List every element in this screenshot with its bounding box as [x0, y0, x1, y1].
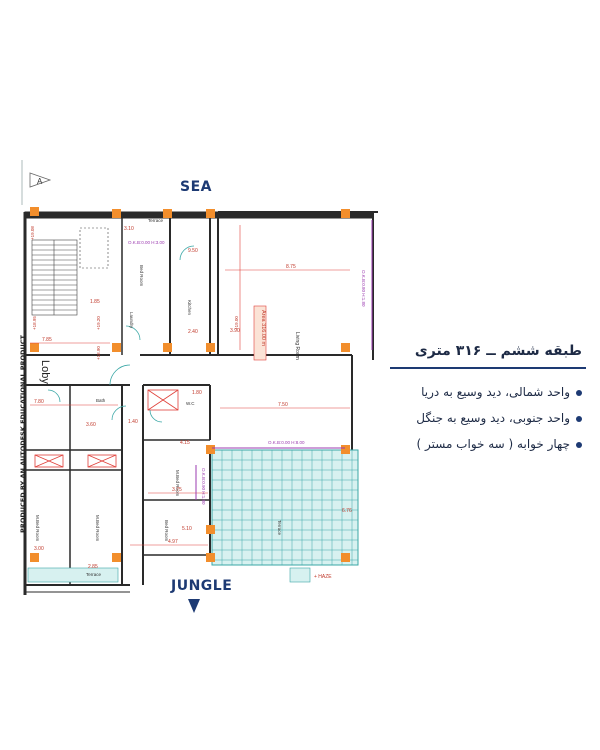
dimension-value: 9.50	[188, 248, 198, 254]
section-marker: A	[21, 160, 52, 205]
opening-value: O.K.B:0.90 H:1.80	[201, 468, 206, 505]
bullet-icon	[576, 441, 582, 448]
jungle-label: JUNGLE	[171, 578, 233, 594]
level-value: +19.08	[30, 226, 35, 240]
room-label: W.C	[186, 401, 195, 406]
dimension-value: 1.85	[90, 299, 100, 305]
area-text: Area 316.00 m	[260, 310, 266, 346]
info-panel: طبقه ششم ــ ۳۱۶ متری واحد شمالی، دید وسی…	[382, 343, 586, 457]
room-label: Kitchen	[187, 300, 192, 316]
feature-item: چهار خوابه ( سه خواب مستر )	[382, 431, 586, 457]
room-label: M.Bed Room	[35, 515, 40, 542]
dimension-value: 7.80	[34, 399, 44, 405]
dimension-value: 4.15	[180, 440, 190, 446]
staircase	[31, 227, 109, 316]
room-label: Bed Room	[164, 520, 169, 542]
level-value: +19.20	[96, 316, 101, 330]
room-label: M.Bed Room	[95, 515, 100, 542]
stamp-text: + HAZE	[314, 574, 332, 580]
feature-item: واحد شمالی، دید وسیع به دریا	[382, 379, 586, 405]
walls	[23, 211, 378, 595]
sea-label: SEA	[180, 179, 212, 195]
lobby-label: Loby	[39, 360, 51, 384]
room-label: Bed Room	[139, 265, 144, 287]
area-label: Area 316.00 m	[253, 305, 267, 361]
dimension-value: 3.60	[86, 422, 96, 428]
feature-item: واحد جنوبی، دید وسیع به جنگل	[382, 405, 586, 431]
feature-text: چهار خوابه ( سه خواب مستر )	[416, 437, 571, 451]
bullet-icon	[576, 415, 582, 422]
openings	[195, 220, 373, 500]
feature-list: واحد شمالی، دید وسیع به دریا واحد جنوبی،…	[382, 379, 586, 457]
structural-columns	[30, 207, 350, 562]
dimension-value: 8.75	[286, 264, 296, 270]
room-label: Laundry	[129, 312, 134, 329]
dimension-value: 1.40	[128, 419, 138, 425]
info-title: طبقه ششم ــ ۳۱۶ متری	[414, 343, 582, 359]
dimension-value: 1.80	[192, 390, 202, 396]
dimension-lines	[30, 225, 350, 546]
dimension-value: 2.85	[88, 564, 98, 570]
haze-stamp: + HAZE	[312, 570, 340, 580]
level-markers: +19.08 +19.20 +19.00 +18.90 +18.95	[30, 226, 239, 360]
dimension-value: 3.90	[230, 328, 240, 334]
feature-text: واحد جنوبی، دید وسیع به جنگل	[416, 411, 570, 425]
dimension-value: 5.10	[182, 526, 192, 532]
opening-value: O.K.B:0.80 H:1.80	[361, 270, 366, 307]
room-label: Terrace	[86, 572, 102, 577]
room-label: Bath	[96, 398, 106, 403]
room-labels: Living Room Kitchen Bed Room Terrace M.B…	[35, 218, 300, 577]
door-swings	[47, 245, 195, 423]
service-shafts	[34, 389, 179, 468]
room-label: M.Bed Room	[175, 470, 180, 497]
dimension-value: 3.00	[34, 546, 44, 552]
info-divider	[390, 367, 586, 369]
opening-value: O.K.B:0.00 H:3.00	[128, 240, 165, 245]
watermark-text: PRODUCED BY AN AUTODESK EDUCATIONAL PROD…	[18, 335, 27, 533]
dimension-value: 7.50	[278, 402, 288, 408]
dimension-value: 3.10	[124, 226, 134, 232]
section-marker-label: A	[37, 177, 43, 186]
room-label: Living Room	[294, 332, 300, 360]
dimension-value: 3.75	[172, 487, 182, 493]
room-label: Terrace	[148, 218, 164, 223]
dimension-value: 2.40	[188, 329, 198, 335]
dimension-value: 4.97	[168, 539, 178, 545]
feature-text: واحد شمالی، دید وسیع به دریا	[421, 385, 570, 399]
opening-values: O.K.B:0.00 H:3.00 O.K.B:0.00 H:8.00 O.K.…	[128, 240, 366, 505]
opening-value: O.K.B:0.00 H:8.00	[268, 440, 305, 445]
terrace-grid	[27, 449, 359, 583]
dimension-values: 8.75 7.50 9.50 1.85 2.40 1.40 1.80 3.75 …	[34, 226, 352, 570]
level-value: +18.90	[96, 346, 101, 360]
room-label: Terrace	[277, 520, 282, 536]
dimension-value: 6.76	[342, 508, 352, 514]
south-arrow-icon	[188, 599, 200, 613]
level-value: +19.00	[234, 316, 239, 330]
level-value: +18.95	[32, 316, 37, 330]
dimension-value: 7.85	[42, 337, 52, 343]
bullet-icon	[576, 389, 582, 396]
